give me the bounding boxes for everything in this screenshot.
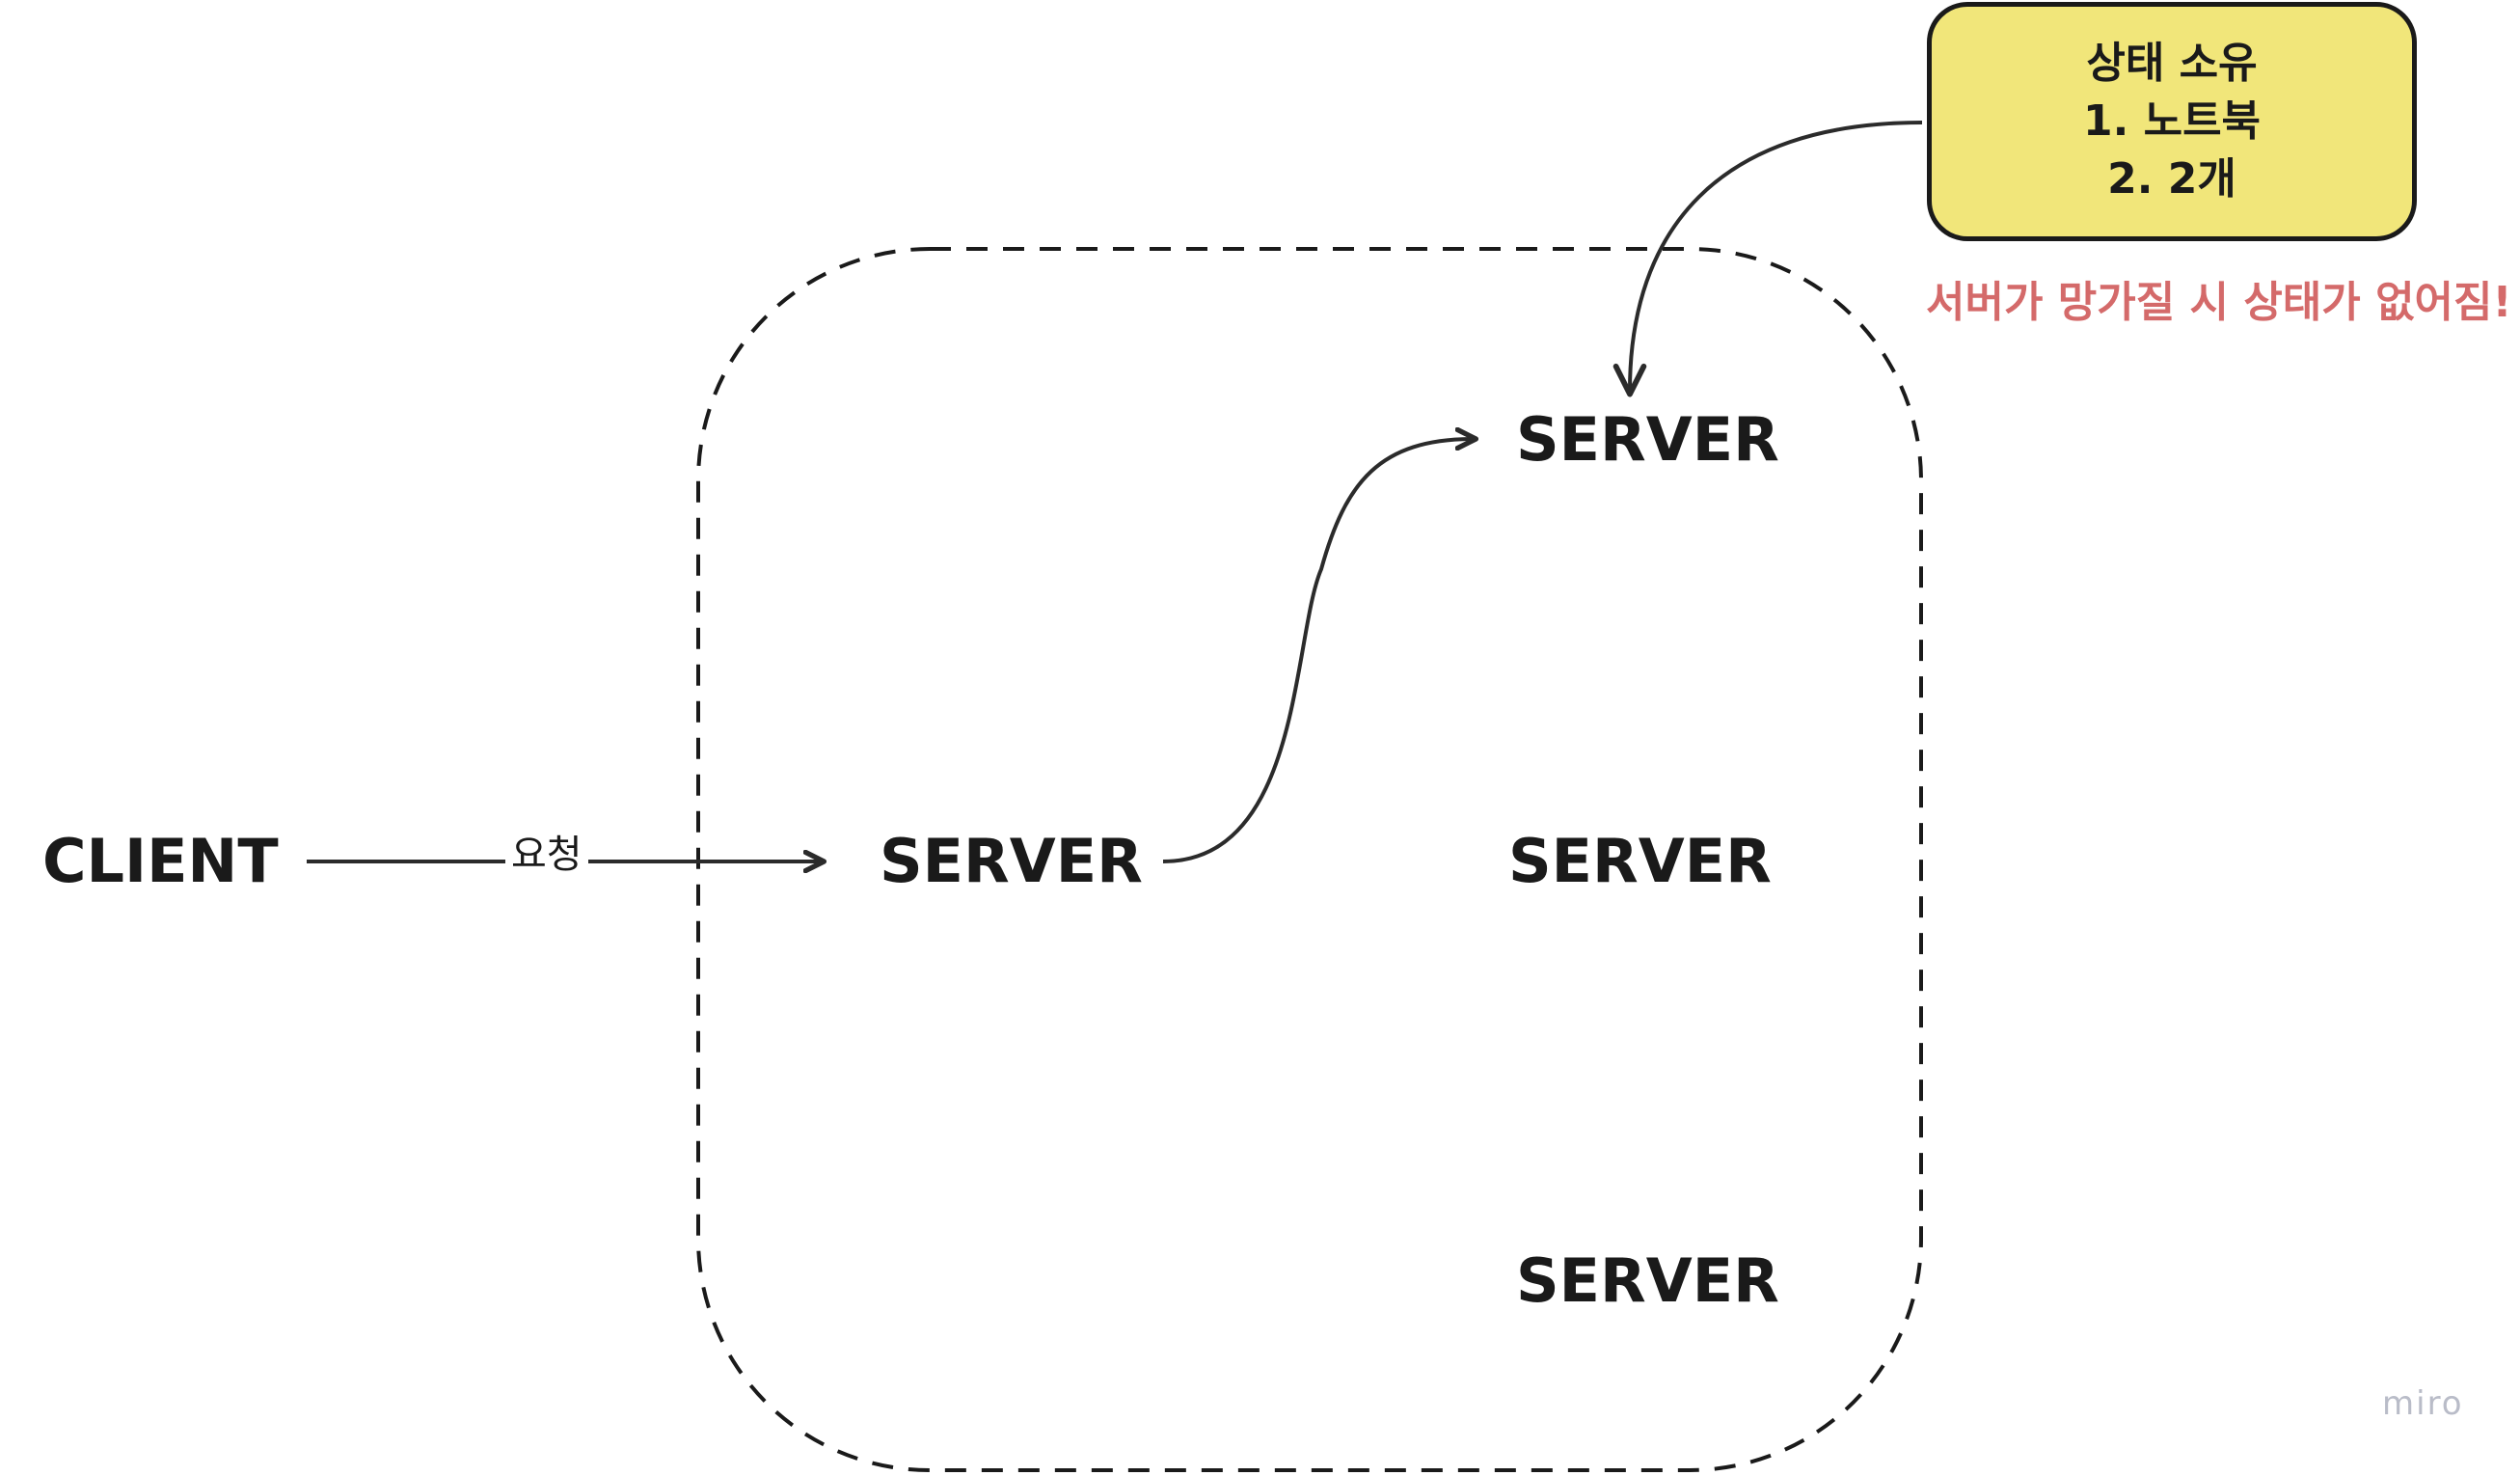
sticky-line-2: 2. 2개	[2107, 154, 2236, 205]
server-node-bottom[interactable]: SERVER	[1516, 1245, 1779, 1316]
miro-watermark: miro	[2382, 1384, 2464, 1423]
sticky-line-1: 1. 노트북	[2082, 96, 2262, 146]
state-sticky-note[interactable]: 상태 소유 1. 노트북 2. 2개	[1927, 2, 2417, 241]
replication-arrow[interactable]	[1162, 439, 1474, 863]
request-label: 요청	[505, 835, 588, 874]
warning-text: 서버가 망가질 시 상태가 없어짐!	[1926, 278, 2512, 327]
server-node-top[interactable]: SERVER	[1516, 404, 1779, 475]
client-node[interactable]: CLIENT	[42, 826, 279, 896]
state-note-arrow[interactable]	[1612, 121, 1923, 397]
server-node-middle[interactable]: SERVER	[1508, 826, 1772, 896]
server-node-main[interactable]: SERVER	[880, 826, 1143, 896]
sticky-title: 상태 소유	[2086, 38, 2258, 88]
